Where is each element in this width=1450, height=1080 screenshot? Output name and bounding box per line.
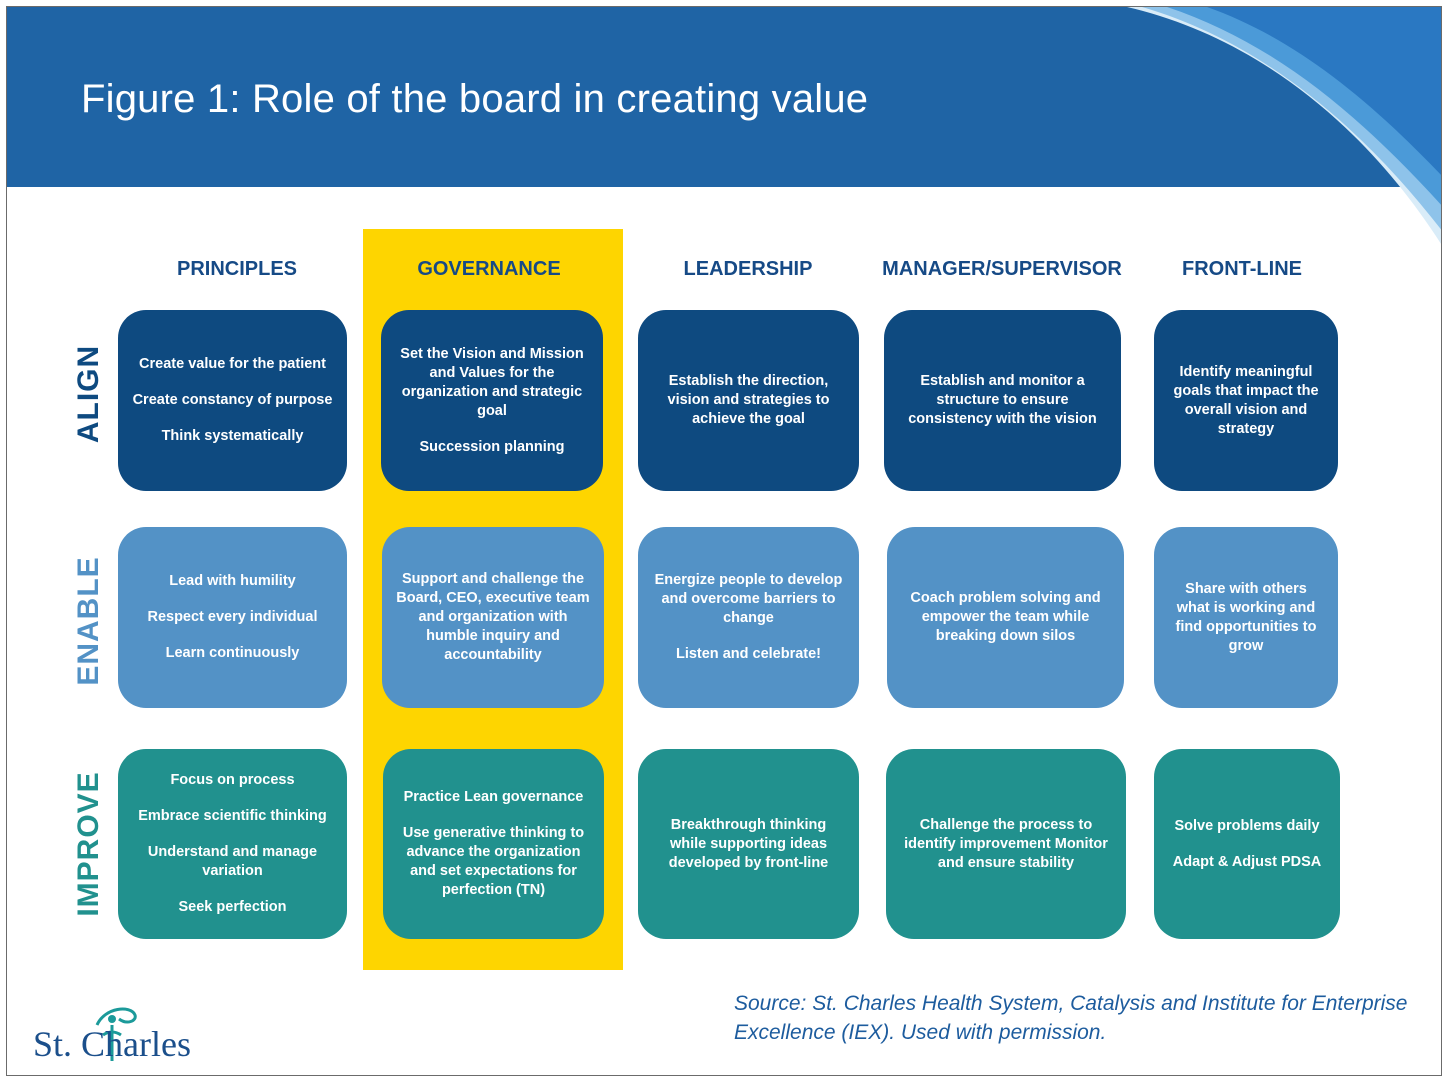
figure-logo-icon [95, 1007, 137, 1061]
decorative-swoosh [1127, 7, 1441, 244]
cell-text: Seek perfection [178, 899, 287, 915]
row-label-enable-text: ENABLE [72, 556, 105, 686]
column-header-front-line: FRONT-LINE [1182, 258, 1302, 280]
cell-text: Succession planning [419, 438, 565, 455]
cell-improve-principles: Focus on process Embrace scientific thin… [118, 749, 347, 939]
cell-improve-leadership: Breakthrough thinking while supporting i… [638, 749, 859, 939]
st-charles-logo: St. Charles [33, 1005, 233, 1069]
cell-text: Focus on process [170, 772, 295, 788]
column-header-leadership: LEADERSHIP [683, 258, 813, 280]
cell-text: Understand and manage variation [147, 844, 318, 879]
cell-align-manager-supervisor: Establish and monitor a structure to ens… [884, 310, 1121, 491]
cell-improve-manager-supervisor: Challenge the process to identify improv… [886, 749, 1126, 939]
title-banner: Figure 1: Role of the board in creating … [7, 7, 1441, 244]
cell-text: Listen and celebrate! [675, 646, 822, 662]
logo-wordmark: St. Charles [33, 1024, 191, 1064]
cell-text: Coach problem solving and empower the te… [910, 590, 1101, 644]
cell-text: Establish the direction, vision and stra… [667, 373, 830, 427]
cell-text: Respect every individual [147, 609, 318, 625]
row-label-align-text: ALIGN [72, 344, 105, 444]
cell-text: Practice Lean governance [403, 789, 584, 805]
cell-text: Adapt & Adjust PDSA [1172, 853, 1322, 870]
cell-enable-governance: Support and challenge the Board, CEO, ex… [382, 527, 604, 708]
page-title: Figure 1: Role of the board in creating … [81, 77, 869, 121]
cell-text: Breakthrough thinking while supporting i… [668, 816, 829, 871]
cell-text: Create value for the patient [139, 356, 326, 372]
cell-enable-leadership: Energize people to develop and overcome … [638, 527, 859, 708]
slide-frame: Figure 1: Role of the board in creating … [6, 6, 1442, 1076]
cell-align-leadership: Establish the direction, vision and stra… [638, 310, 859, 491]
cell-text: Establish and monitor a structure to ens… [908, 373, 1097, 427]
cell-align-governance: Set the Vision and Mission and Values fo… [381, 310, 603, 491]
cell-enable-manager-supervisor: Coach problem solving and empower the te… [887, 527, 1124, 708]
cell-text: Energize people to develop and overcome … [654, 572, 843, 626]
cell-improve-front-line: Solve problems daily Adapt & Adjust PDSA [1154, 749, 1340, 939]
cell-align-principles: Create value for the patient Create cons… [118, 310, 347, 491]
cell-text: Create constancy of purpose [132, 392, 333, 408]
cell-text: Use generative thinking to advance the o… [402, 825, 585, 898]
cell-text: Support and challenge the Board, CEO, ex… [396, 571, 590, 663]
source-note: Source: St. Charles Health System, Catal… [734, 992, 1408, 1044]
cell-align-front-line: Identify meaningful goals that impact th… [1154, 310, 1338, 491]
cell-enable-front-line: Share with others what is working and fi… [1154, 527, 1338, 708]
cell-text: Embrace scientific thinking [138, 808, 327, 824]
cell-improve-governance: Practice Lean governance Use generative … [383, 749, 604, 939]
cell-text: Think systematically [161, 428, 304, 444]
cell-text: Share with others what is working and fi… [1175, 580, 1317, 654]
column-header-governance: GOVERNANCE [417, 258, 561, 280]
cell-enable-principles: Lead with humility Respect every individ… [118, 527, 347, 708]
row-label-improve-text: IMPROVE [72, 771, 105, 917]
cell-text: Learn continuously [165, 645, 300, 661]
cell-text: Challenge the process to identify improv… [904, 816, 1108, 871]
column-header-principles: PRINCIPLES [176, 258, 298, 280]
cell-text: Identify meaningful goals that impact th… [1173, 363, 1319, 437]
cell-text: Lead with humility [169, 573, 296, 589]
cell-text: Solve problems daily [1174, 817, 1320, 834]
column-header-manager-supervisor: MANAGER/SUPERVISOR [882, 258, 1122, 280]
cell-text: Set the Vision and Mission and Values fo… [400, 345, 584, 419]
